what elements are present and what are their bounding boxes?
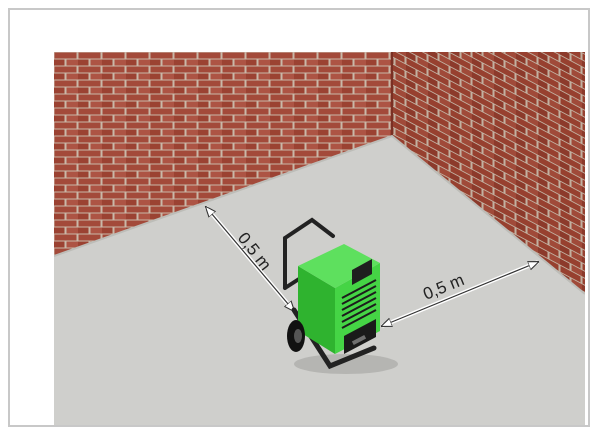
image-frame: 0,5 m 0,5 m [8, 8, 590, 427]
room-corner-illustration: 0,5 m 0,5 m [54, 52, 585, 425]
